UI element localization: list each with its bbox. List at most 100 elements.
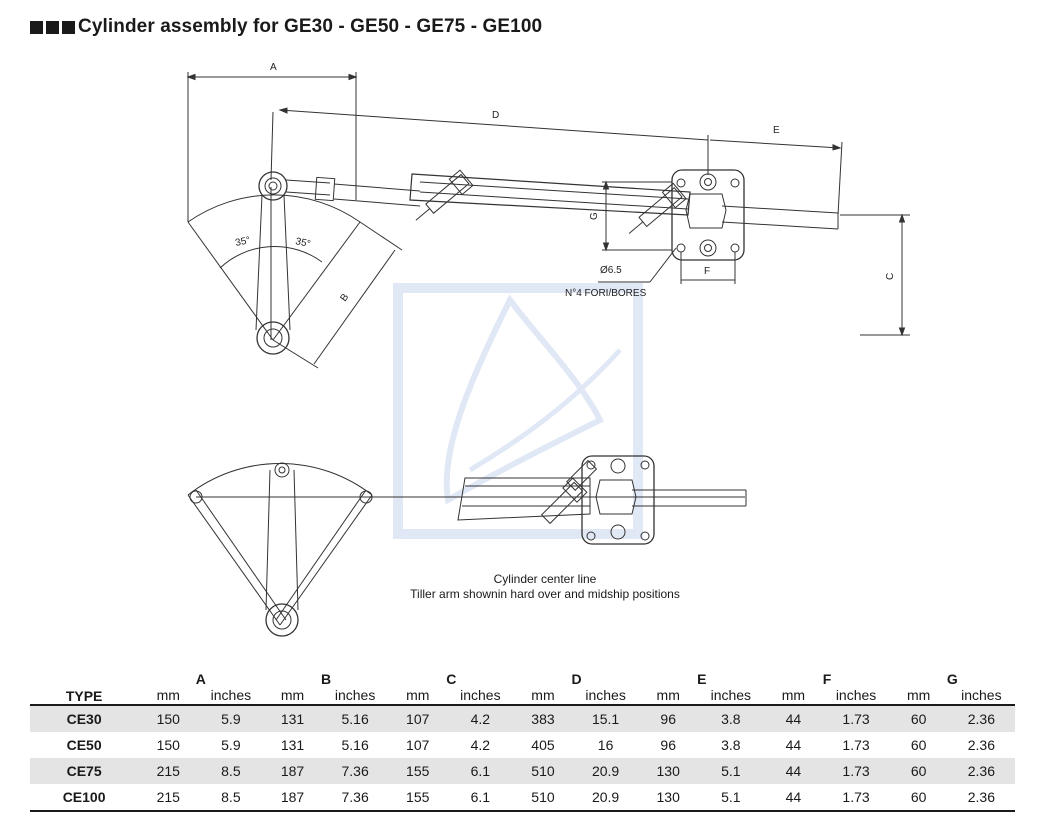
value-cell: 187 xyxy=(263,758,322,784)
value-cell: 215 xyxy=(138,784,199,812)
value-cell: 1.73 xyxy=(842,737,870,753)
hole-diameter-label: Ø6.5 xyxy=(600,265,622,276)
value-cell: 7.36 xyxy=(321,784,389,812)
value-cell: 3.8 xyxy=(721,737,741,753)
value-cell: 15.1 xyxy=(572,705,640,732)
unit-header-inches: inches xyxy=(822,687,890,706)
unit-header-mm: mm xyxy=(388,687,447,706)
drawing-caption: Cylinder center line Tiller arm shownin … xyxy=(300,572,790,602)
group-header-c: C xyxy=(446,671,457,687)
value-cell: 2.36 xyxy=(947,758,1015,784)
unit-header-mm: mm xyxy=(513,687,573,706)
group-header-d: D xyxy=(571,671,582,687)
bullet-square-icon xyxy=(62,20,75,34)
bores-label: N°4 FORI/BORES xyxy=(565,288,647,299)
value-cell: 44 xyxy=(764,705,823,732)
watermark-logo xyxy=(393,283,643,539)
dimension-label-a: A xyxy=(270,62,277,73)
unit-header-mm: mm xyxy=(263,687,322,706)
value-cell: 1.73 xyxy=(822,705,890,732)
value-cell: 8.5 xyxy=(198,758,264,784)
value-cell: 5.9 xyxy=(198,705,264,732)
unit-header-inches: inches xyxy=(572,687,640,706)
type-cell: CE50 xyxy=(66,737,102,753)
dimension-label-d: D xyxy=(492,110,499,121)
dimension-label-f: F xyxy=(704,266,710,277)
type-cell: CE75 xyxy=(30,758,139,784)
group-header-f: F xyxy=(822,671,832,687)
value-cell: 5.16 xyxy=(341,737,369,753)
value-cell: 44 xyxy=(764,784,823,812)
value-cell: 60 xyxy=(889,784,948,812)
value-cell: 155 xyxy=(388,758,447,784)
technical-drawing: A D E 35° 35° B G F C Ø6.5 N°4 FORI/BORE… xyxy=(186,62,910,637)
value-cell: 60 xyxy=(889,705,948,732)
value-cell: 1.73 xyxy=(822,784,890,812)
value-cell: 131 xyxy=(263,705,322,732)
value-cell: 510 xyxy=(513,784,573,812)
value-cell: 7.36 xyxy=(321,758,389,784)
value-cell: 6.1 xyxy=(446,758,514,784)
value-cell: 16 xyxy=(597,737,614,753)
value-cell: 20.9 xyxy=(572,758,640,784)
value-cell: 96 xyxy=(639,705,698,732)
type-cell: CE100 xyxy=(30,784,139,812)
unit-header-inches: inches xyxy=(321,687,389,706)
bullet-square-icon xyxy=(46,20,59,34)
group-header-g: G xyxy=(946,671,958,687)
group-header-b: B xyxy=(320,671,332,687)
value-cell: 150 xyxy=(138,705,199,732)
value-cell: 60 xyxy=(889,758,948,784)
group-header-a: A xyxy=(195,671,206,687)
unit-header-inches: inches xyxy=(697,687,765,706)
dimension-label-e: E xyxy=(773,125,780,136)
table-row: CE100 215 8.5 187 7.36 155 6.1 510 20.9 … xyxy=(30,784,1015,812)
value-cell: 107 xyxy=(388,705,447,732)
group-header-e: E xyxy=(697,671,707,687)
value-cell: 96 xyxy=(660,737,676,753)
value-cell: 6.1 xyxy=(446,784,514,812)
unit-header-mm: mm xyxy=(889,687,948,706)
table-row: CE30 150 5.9 131 5.16 107 4.2 383 15.1 9… xyxy=(30,705,1015,732)
value-cell: 5.1 xyxy=(697,758,765,784)
value-cell: 44 xyxy=(785,737,802,753)
unit-header-mm: mm xyxy=(639,687,698,706)
unit-header-inches: inches xyxy=(947,687,1015,706)
table-row: CE75 215 8.5 187 7.36 155 6.1 510 20.9 1… xyxy=(30,758,1015,784)
unit-header-inches: inches xyxy=(446,687,514,706)
angle-label-right: 35° xyxy=(294,236,311,250)
value-cell: 130 xyxy=(639,784,698,812)
value-cell: 5.9 xyxy=(221,737,241,753)
value-cell: 215 xyxy=(138,758,199,784)
page-title: Cylinder assembly for GE30 - GE50 - GE75… xyxy=(78,16,543,37)
type-cell: CE30 xyxy=(30,705,139,732)
type-column-header: TYPE xyxy=(30,668,139,706)
value-cell: 4.2 xyxy=(446,705,514,732)
unit-header-mm: mm xyxy=(138,687,199,706)
unit-header-inches: inches xyxy=(198,687,264,706)
value-cell: 2.36 xyxy=(947,705,1015,732)
bullet-square-icon xyxy=(30,20,43,34)
dimensions-table: TYPE A B C D E F G mm inches mm inches m… xyxy=(30,668,1015,812)
value-cell: 383 xyxy=(513,705,573,732)
value-cell: 155 xyxy=(388,784,447,812)
table-row: CE50 150 5.9 131 5.16 107 4.2 405 16 96 … xyxy=(30,732,1015,758)
value-cell: 2.36 xyxy=(947,784,1015,812)
table-header-unit-row: mm inches mm inches mm inches mm inches … xyxy=(30,687,1015,706)
value-cell: 20.9 xyxy=(572,784,640,812)
dimension-label-c: C xyxy=(885,273,896,280)
value-cell: 8.5 xyxy=(198,784,264,812)
value-cell: 405 xyxy=(531,737,555,753)
value-cell: 131 xyxy=(280,737,305,753)
value-cell: 510 xyxy=(513,758,573,784)
dimension-label-g: G xyxy=(589,212,600,220)
value-cell: 107 xyxy=(406,737,430,753)
value-cell: 5.16 xyxy=(321,705,389,732)
value-cell: 130 xyxy=(639,758,698,784)
caption-line-1: Cylinder center line xyxy=(493,572,597,586)
value-cell: 60 xyxy=(910,737,927,753)
value-cell: 44 xyxy=(764,758,823,784)
table-header-group-row: TYPE A B C D E F G xyxy=(30,668,1015,706)
dimension-label-b: B xyxy=(338,292,351,304)
angle-label-left: 35° xyxy=(234,235,251,249)
